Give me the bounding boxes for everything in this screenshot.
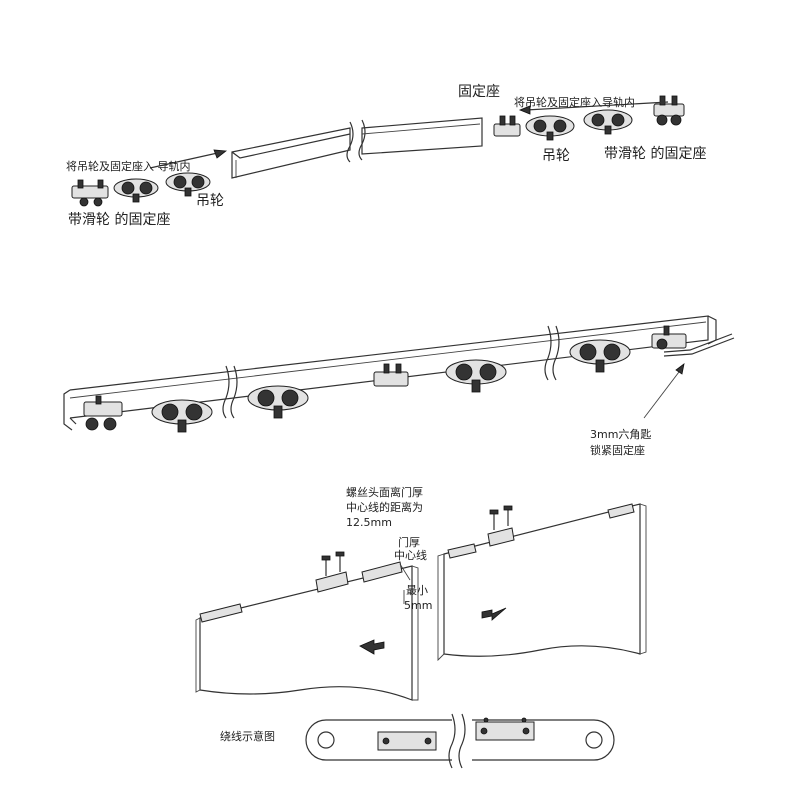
- section-doors: 螺丝头面离门厚 中心线的距离为 12.5mm 门厚 中心线 最小 5mm: [195, 485, 647, 701]
- door-left-direction-arrow: [359, 639, 385, 655]
- section-assembled-track: 3mm六角匙 锁紧固定座: [63, 315, 735, 457]
- label-door-center-1: 门厚: [398, 535, 420, 549]
- door-left-seat-plate: [199, 561, 403, 623]
- label-min-1: 最小: [406, 584, 428, 597]
- assembled-hanger-wheel-4: [569, 339, 631, 373]
- pulley-right: [585, 731, 603, 749]
- pulley-left: [317, 731, 335, 749]
- assembled-hanger-wheel-2: [247, 385, 309, 419]
- label-screw-distance-2: 中心线的距离为: [346, 500, 423, 514]
- label-wiring: 绕线示意图: [220, 729, 275, 743]
- hanger-wheel-right-2: [583, 109, 633, 135]
- label-hex-key: 3mm六角匙: [590, 428, 651, 441]
- assembled-fixed-seat-left: [83, 395, 123, 431]
- label-fixed-seat-top: 固定座: [458, 84, 500, 100]
- connector-right: [475, 717, 535, 741]
- label-hex-key-lock: 锁紧固定座: [590, 443, 645, 457]
- connector-left: [377, 731, 437, 751]
- label-hanger-wheel-right: 吊轮: [542, 148, 570, 164]
- hex-key: [663, 333, 735, 357]
- insert-arrow-left: [149, 149, 228, 169]
- door-right: [437, 503, 647, 662]
- label-screw-distance-1: 螺丝头面离门厚: [346, 485, 423, 499]
- assembled-center-seat: [373, 363, 409, 387]
- insert-arrow-right: [518, 101, 669, 115]
- belt-loop: [305, 719, 615, 761]
- center-line-indicator: [399, 563, 411, 604]
- section-insert-hangers: 将吊轮及固定座入 导轨内 吊轮 带滑轮 的固定座: [66, 84, 706, 228]
- label-screw-distance-3: 12.5mm: [346, 516, 392, 529]
- label-insert-right: 将吊轮及固定座入导轨内: [514, 95, 635, 109]
- hex-key-pointer: [643, 363, 685, 419]
- label-door-center-2: 中心线: [394, 548, 427, 562]
- assembled-fixed-seat-right: [651, 325, 687, 350]
- track-segment-right: [361, 117, 483, 155]
- fixed-seat-with-wheel-left: [71, 179, 109, 207]
- fixed-seat-with-wheel-right: [653, 95, 685, 126]
- track-break-left: [222, 365, 238, 419]
- track-break-right: [544, 325, 560, 381]
- section-wiring-schematic: 绕线示意图: [220, 713, 615, 769]
- label-hanger-wheel-left: 吊轮: [196, 193, 224, 209]
- fixed-seat-right: [493, 115, 521, 137]
- assembled-hanger-wheel-3: [445, 359, 507, 393]
- track-segment-left: [231, 127, 351, 179]
- hanger-wheel-left-1: [113, 178, 159, 203]
- door-right-direction-arrow: [481, 607, 507, 621]
- label-seat-with-wheel-right: 带滑轮 的固定座: [604, 145, 706, 162]
- assembled-hanger-wheel-1: [151, 399, 213, 433]
- hanger-wheel-right-1: [525, 115, 575, 141]
- screws: [321, 505, 513, 576]
- door-left: [195, 565, 419, 701]
- label-insert-left: 将吊轮及固定座入 导轨内: [66, 159, 191, 173]
- label-seat-with-wheel-left: 带滑轮 的固定座: [68, 211, 170, 228]
- label-min-2: 5mm: [404, 599, 432, 612]
- belt-break: [448, 713, 466, 769]
- hanger-wheel-left-2: [165, 172, 211, 197]
- door-right-seat-plate: [447, 503, 635, 559]
